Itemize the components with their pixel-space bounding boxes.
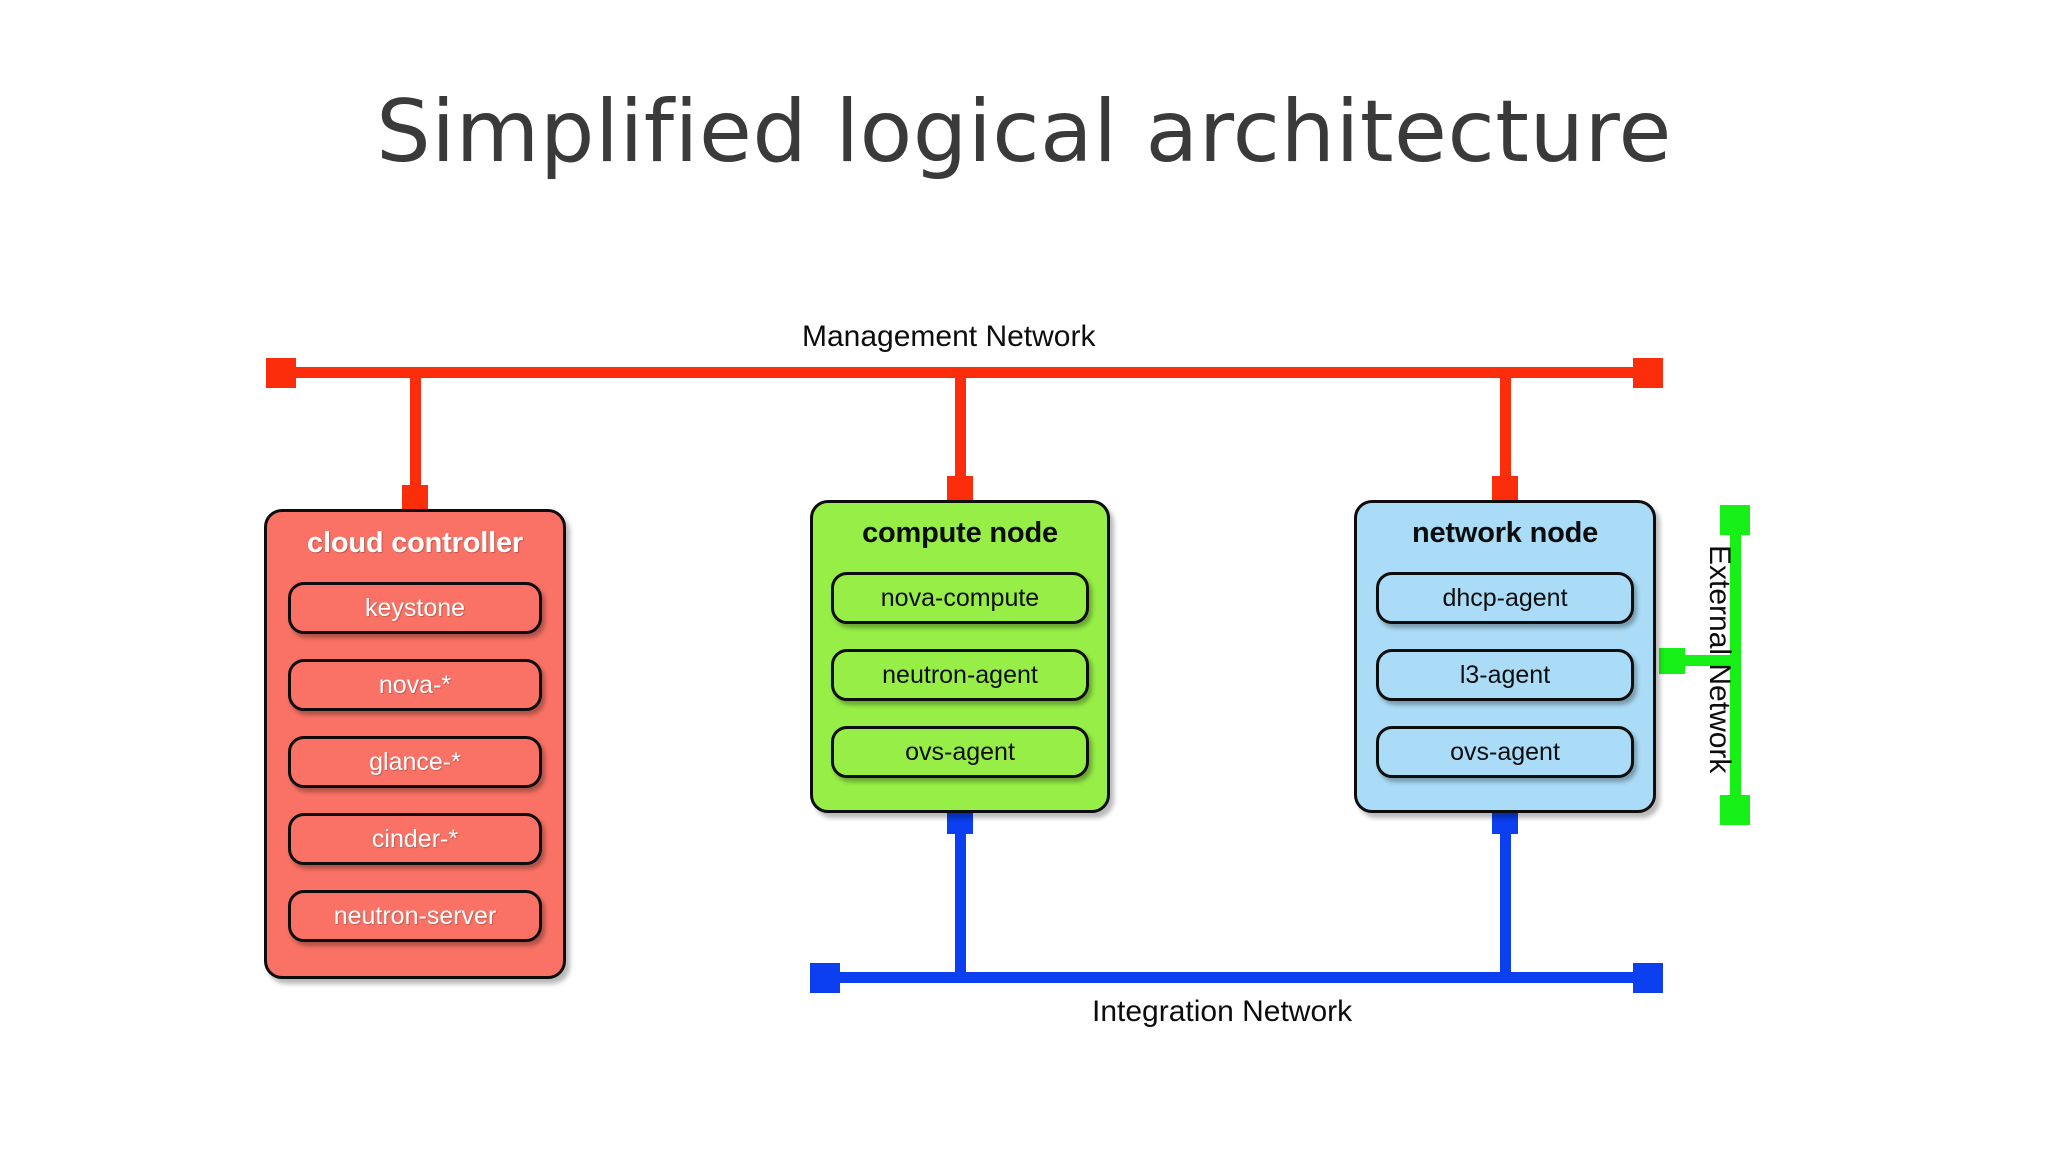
management-link-compute-node-connector: [947, 476, 973, 502]
service-ovs-agent-network[interactable]: ovs-agent: [1376, 726, 1634, 778]
external-network-endpoint-top: [1720, 505, 1750, 535]
node-compute-node-title: compute node: [862, 517, 1058, 549]
external-link-network-node: [1672, 655, 1734, 666]
management-link-network-node-connector: [1492, 476, 1518, 502]
management-link-compute-node: [955, 372, 966, 483]
node-network-node-service-list: dhcp-agent l3-agent ovs-agent: [1357, 572, 1653, 778]
node-compute-node-service-list: nova-compute neutron-agent ovs-agent: [813, 572, 1107, 778]
service-neutron-server[interactable]: neutron-server: [288, 890, 542, 942]
service-nova[interactable]: nova-*: [288, 659, 542, 711]
external-network-bus: [1730, 515, 1741, 815]
external-network-endpoint-bottom: [1720, 795, 1750, 825]
service-glance[interactable]: glance-*: [288, 736, 542, 788]
service-dhcp-agent[interactable]: dhcp-agent: [1376, 572, 1634, 624]
page-title: Simplified logical architecture: [376, 82, 1672, 182]
node-network-node[interactable]: network node dhcp-agent l3-agent ovs-age…: [1354, 500, 1656, 813]
management-link-cloud-controller: [410, 372, 421, 492]
node-cloud-controller-service-list: keystone nova-* glance-* cinder-* neutro…: [267, 582, 563, 942]
management-link-cloud-controller-connector: [402, 485, 428, 511]
service-neutron-agent[interactable]: neutron-agent: [831, 649, 1089, 701]
node-cloud-controller-title: cloud controller: [307, 527, 523, 559]
node-network-node-title: network node: [1411, 517, 1599, 549]
service-ovs-agent-compute[interactable]: ovs-agent: [831, 726, 1089, 778]
node-compute-node[interactable]: compute node nova-compute neutron-agent …: [810, 500, 1110, 813]
service-nova-compute[interactable]: nova-compute: [831, 572, 1089, 624]
management-network-endpoint-right: [1633, 358, 1663, 388]
integration-network-bus: [820, 972, 1646, 983]
integration-network-label: Integration Network: [1092, 995, 1353, 1028]
service-cinder[interactable]: cinder-*: [288, 813, 542, 865]
management-network-label: Management Network: [802, 320, 1096, 353]
integration-link-compute-node: [955, 818, 966, 976]
service-l3-agent[interactable]: l3-agent: [1376, 649, 1634, 701]
service-keystone[interactable]: keystone: [288, 582, 542, 634]
management-network-endpoint-left: [266, 358, 296, 388]
management-link-network-node: [1500, 372, 1511, 483]
integration-link-network-node: [1500, 818, 1511, 976]
node-cloud-controller[interactable]: cloud controller keystone nova-* glance-…: [264, 509, 566, 979]
integration-network-endpoint-left: [810, 963, 840, 993]
integration-network-endpoint-right: [1633, 963, 1663, 993]
external-link-network-node-connector: [1659, 648, 1685, 674]
external-network-label: External Network: [1703, 545, 1736, 774]
